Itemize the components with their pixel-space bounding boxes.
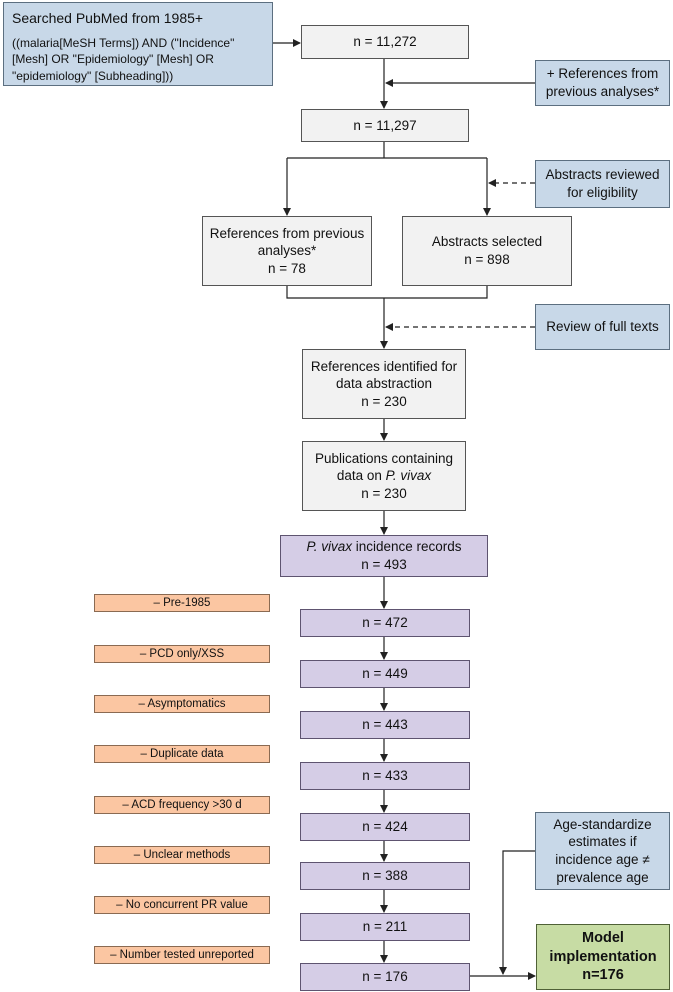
- exclusion-text: – Number tested unreported: [110, 948, 254, 961]
- box-age-standardize: Age-standardize estimates if incidence a…: [535, 812, 670, 890]
- publications-label-2-text: data on: [336, 468, 386, 484]
- age-standardize-label: Age-standardize estimates if incidence a…: [553, 816, 652, 885]
- count-box: n = 433: [300, 762, 470, 790]
- count-box: n = 388: [300, 862, 470, 890]
- exclusion-label: – PCD only/XSS: [94, 645, 270, 663]
- box-n-11297: n = 11,297: [301, 109, 469, 142]
- incidence-records-species: P. vivax: [306, 539, 352, 555]
- count-value: n = 424: [362, 819, 408, 835]
- abstracts-selected-label: Abstracts selected: [431, 234, 543, 250]
- count-value: n = 449: [362, 666, 408, 682]
- box-incidence-records: P. vivax incidence records n = 493: [280, 535, 488, 577]
- box-publications: Publications containing data on P. vivax…: [302, 441, 466, 511]
- count-box: n = 449: [300, 660, 470, 688]
- publications-species: P. vivax: [385, 468, 432, 484]
- refs-previous-top-label: + References from previous analyses*: [545, 66, 660, 99]
- abstracts-selected-n: n = 898: [464, 252, 510, 267]
- count-value: n = 443: [362, 717, 408, 733]
- count-value: n = 433: [362, 768, 408, 784]
- box-n-11297-label: n = 11,297: [353, 117, 417, 133]
- exclusion-text: – No concurrent PR value: [116, 898, 248, 911]
- exclusion-text: – ACD frequency >30 d: [122, 798, 242, 811]
- publications-label-1: Publications containing: [314, 450, 454, 466]
- exclusion-text: – Asymptomatics: [138, 697, 226, 710]
- exclusion-label: – Pre-1985: [94, 594, 270, 612]
- count-box: n = 443: [300, 711, 470, 739]
- count-box: n = 211: [300, 913, 470, 941]
- box-refs-previous-top: + References from previous analyses*: [535, 60, 670, 106]
- box-n-11272: n = 11,272: [301, 25, 469, 59]
- count-value: n = 472: [362, 615, 408, 631]
- incidence-records-n: n = 493: [361, 557, 407, 572]
- exclusion-label: – Number tested unreported: [94, 946, 270, 964]
- box-review-full-texts: Review of full texts: [535, 304, 670, 350]
- count-value: n = 211: [362, 919, 408, 935]
- search-query: ((malaria[MeSH Terms]) AND ("Incidence" …: [12, 36, 235, 83]
- abstracts-reviewed-label: Abstracts reviewed for eligibility: [545, 167, 660, 200]
- box-refs-previous: References from previous analyses* n = 7…: [202, 216, 372, 286]
- box-n-11272-label: n = 11,272: [353, 34, 417, 50]
- model-n: n=176: [582, 967, 624, 984]
- exclusion-label: – Duplicate data: [94, 745, 270, 763]
- refs-identified-label: References identified for data abstracti…: [310, 358, 458, 392]
- box-abstracts-reviewed: Abstracts reviewed for eligibility: [535, 160, 670, 208]
- model-label: Model implementation: [549, 929, 657, 965]
- search-title: Searched PubMed from 1985+: [12, 10, 204, 26]
- exclusion-text: – Duplicate data: [140, 747, 224, 760]
- pubmed-search-box: Searched PubMed from 1985+ ((malaria[MeS…: [3, 2, 273, 86]
- count-box: n = 176: [300, 963, 470, 991]
- box-refs-identified: References identified for data abstracti…: [302, 349, 466, 419]
- exclusion-text: – PCD only/XSS: [139, 647, 225, 660]
- incidence-records-text: incidence records: [351, 539, 462, 555]
- refs-identified-n: n = 230: [361, 393, 407, 409]
- review-full-texts-label: Review of full texts: [546, 319, 659, 335]
- exclusion-label: – ACD frequency >30 d: [94, 796, 270, 814]
- publications-n: n = 230: [361, 485, 407, 501]
- count-box: n = 424: [300, 813, 470, 841]
- exclusion-label: – No concurrent PR value: [94, 896, 270, 914]
- incidence-records-label: P. vivax incidence records: [306, 538, 461, 556]
- exclusion-label: – Unclear methods: [94, 846, 270, 864]
- box-abstracts-selected: Abstracts selected n = 898: [402, 216, 572, 286]
- count-box: n = 472: [300, 609, 470, 637]
- refs-previous-label: References from previous analyses*: [209, 225, 365, 259]
- refs-previous-n: n = 78: [268, 260, 306, 276]
- exclusion-text: – Pre-1985: [153, 596, 211, 609]
- exclusion-label: – Asymptomatics: [94, 695, 270, 713]
- count-value: n = 176: [362, 969, 408, 985]
- box-model-implementation: Model implementation n=176: [536, 924, 670, 990]
- count-value: n = 388: [362, 868, 408, 884]
- publications-label-2: data on P. vivax: [337, 467, 431, 485]
- exclusion-text: – Unclear methods: [133, 848, 231, 861]
